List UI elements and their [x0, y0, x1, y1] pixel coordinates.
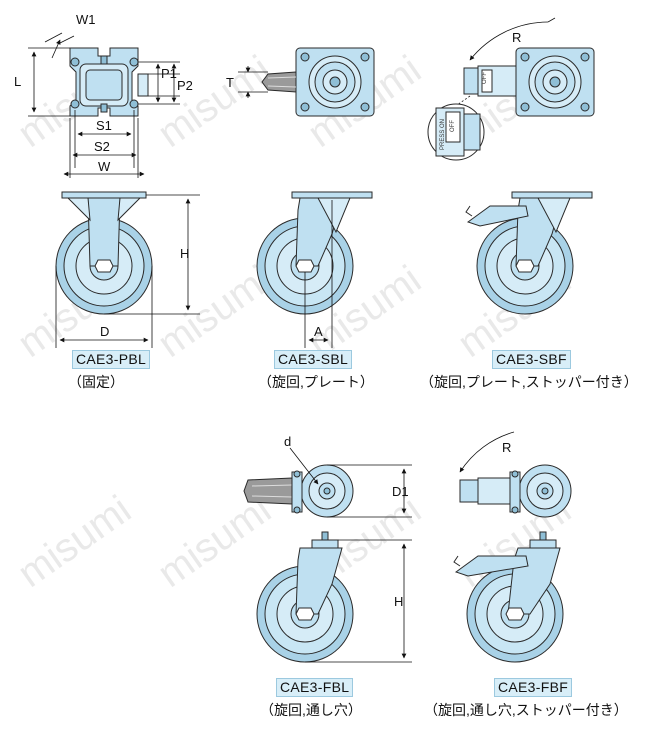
pbl-front-view: [55, 191, 153, 315]
dim-d-small-label: d: [284, 434, 291, 449]
model-caption-fbl: （旋回,通し穴）: [260, 702, 362, 718]
sbl-front-view: [256, 191, 373, 315]
fbl-front-view: [256, 531, 354, 663]
stopper-off-label: OFF: [450, 120, 456, 132]
dim-d-label: D: [100, 324, 109, 339]
dim-a-label: A: [314, 324, 323, 339]
dim-p1-label: P1: [161, 66, 177, 81]
stopper-off-label-small: OFF: [482, 72, 488, 84]
dim-h-bottom-label: H: [394, 594, 403, 609]
fbl-dimension-lines: [289, 447, 412, 518]
dim-s2-label: S2: [94, 139, 110, 154]
model-caption-pbl: （固定）: [68, 374, 124, 390]
dim-r-bottom-label: R: [502, 440, 511, 455]
pbl-front-dimension-lines: [55, 194, 200, 348]
stopper-detail-magnified: [427, 103, 485, 161]
fbf-dimension-lines: [459, 431, 515, 473]
model-caption-sbl: （旋回,プレート）: [258, 374, 374, 390]
model-code-sbf: CAE3-SBF: [492, 350, 571, 369]
fbf-top-view: [459, 464, 572, 518]
sbf-front-view: [465, 191, 593, 315]
dim-r-top-label: R: [512, 30, 521, 45]
dim-h-label: H: [180, 246, 189, 261]
model-caption-fbf: （旋回,通し穴,ストッパー付き）: [424, 702, 628, 718]
sbl-front-dimension-lines: [304, 200, 333, 348]
model-code-fbl: CAE3-FBL: [276, 678, 354, 697]
sbl-dimension-lines: [238, 66, 268, 98]
fbl-front-dimension-lines: [305, 539, 412, 663]
stopper-press-on-label: PRESS ON: [440, 119, 446, 150]
pbl-plate-top-view: [69, 47, 149, 117]
dim-t-label: T: [226, 75, 234, 90]
dim-l-label: L: [14, 74, 21, 89]
sbl-plate-top-view: [261, 47, 375, 117]
pbl-dimension-lines: [28, 32, 180, 178]
fbl-top-view: [243, 464, 354, 518]
model-code-fbf: CAE3-FBF: [494, 678, 573, 697]
model-caption-sbf: （旋回,プレート,ストッパー付き）: [420, 374, 638, 390]
dim-w1-label: W1: [76, 12, 96, 27]
sbf-plate-top-view: [463, 47, 595, 117]
dim-w-label: W: [98, 159, 111, 174]
model-code-sbl: CAE3-SBL: [274, 350, 353, 369]
dim-s1-label: S1: [96, 118, 112, 133]
fbf-front-view: [453, 531, 564, 663]
model-code-pbl: CAE3-PBL: [72, 350, 151, 369]
dim-p2-label: P2: [177, 78, 193, 93]
dim-d1-label: D1: [392, 484, 409, 499]
